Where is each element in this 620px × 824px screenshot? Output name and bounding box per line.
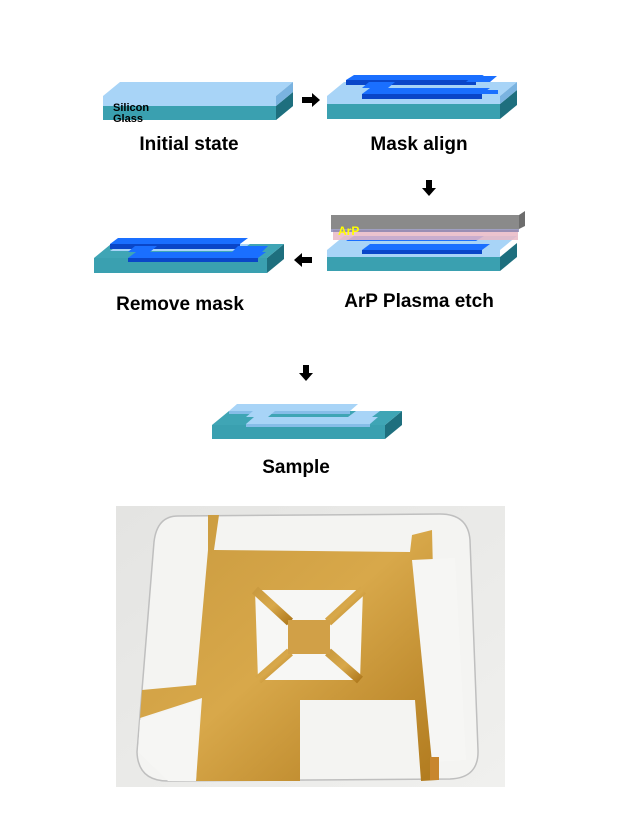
silicon-top [103, 82, 293, 96]
step-initial-state [103, 82, 293, 120]
glass-side [276, 92, 293, 120]
arrow-down-icon [299, 365, 313, 381]
caption-arp-plasma-etch: ArP Plasma etch [344, 291, 494, 312]
silicon-label: Silicon [113, 102, 150, 114]
plasma-zone [333, 230, 518, 240]
silicon-side [276, 82, 293, 106]
sample-photo [116, 506, 505, 787]
caption-initial-state: Initial state [139, 134, 239, 155]
mask-pattern [346, 75, 498, 99]
step-mask-align [327, 75, 517, 119]
x-bridge-pattern [251, 586, 367, 684]
plasma-bar [331, 215, 519, 229]
caption-remove-mask: Remove mask [116, 294, 244, 315]
step-arp-plasma-etch [327, 211, 525, 271]
arp-label: ArP [338, 224, 360, 238]
step-sample [212, 404, 402, 439]
step-remove-mask [94, 238, 284, 273]
center-pad [288, 620, 330, 654]
caption-mask-align: Mask align [370, 134, 468, 155]
silicon-front [103, 96, 276, 106]
glass-front [103, 106, 276, 120]
arrow-right-icon [302, 93, 320, 107]
caption-sample: Sample [262, 457, 330, 478]
arrow-down-icon [422, 180, 436, 196]
glass-label: Glass [113, 113, 143, 125]
arrow-left-icon [294, 253, 312, 267]
